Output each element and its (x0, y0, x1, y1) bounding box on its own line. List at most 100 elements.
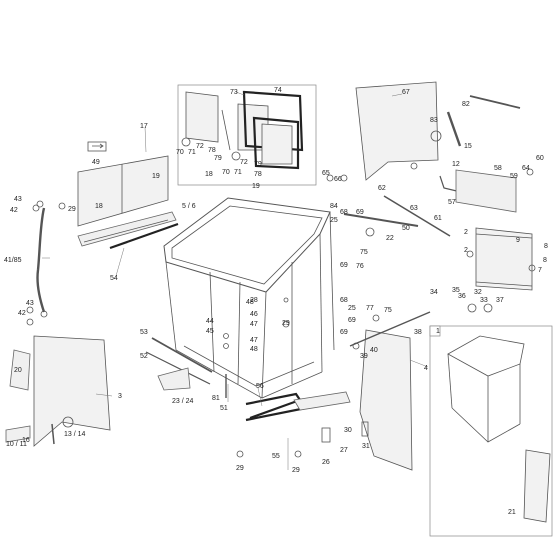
callout-65: 65 (322, 170, 330, 177)
callout-25: 25 (348, 305, 356, 312)
cab-frame (163, 197, 335, 399)
callout-52: 52 (140, 353, 148, 360)
struts-and-rods (5, 95, 521, 445)
callout-23-24: 23 / 24 (172, 398, 194, 405)
callout-9: 9 (516, 237, 520, 244)
callout-13-14: 13 / 14 (64, 431, 86, 438)
callout-75: 75 (384, 307, 392, 314)
callout-72: 72 (196, 143, 204, 150)
overview-inset (429, 325, 553, 537)
callout-71: 71 (234, 169, 242, 176)
callout-79: 79 (214, 155, 222, 162)
callout-68: 68 (340, 209, 348, 216)
callout-22: 22 (386, 235, 394, 242)
callout-32: 32 (474, 289, 482, 296)
callout-57: 57 (448, 199, 456, 206)
callout-5-6: 5 / 6 (182, 203, 196, 210)
callout-labels: 1 2 2 3 4 5 / 6 7 8 8 9 10 / 11 12 13 / … (4, 87, 548, 516)
left-door-glass (77, 141, 179, 250)
callout-74: 74 (274, 87, 282, 94)
callout-71: 71 (188, 149, 196, 156)
callout-18: 18 (205, 171, 213, 178)
callout-73: 73 (230, 89, 238, 96)
callout-78: 78 (208, 147, 216, 154)
callout-36: 36 (458, 293, 466, 300)
callout-69: 69 (348, 317, 356, 324)
callout-53: 53 (140, 329, 148, 336)
callout-59: 59 (510, 173, 518, 180)
callout-46: 46 (250, 311, 258, 318)
callout-2: 2 (464, 229, 468, 236)
callout-27: 27 (340, 447, 348, 454)
callout-40: 40 (370, 347, 378, 354)
callout-81: 81 (212, 395, 220, 402)
callout-35: 35 (452, 287, 460, 294)
callout-84: 84 (330, 203, 338, 210)
callout-15: 15 (464, 143, 472, 150)
callout-69: 69 (340, 329, 348, 336)
callout-1: 1 (436, 328, 440, 335)
callout-39: 39 (360, 353, 368, 360)
callout-19: 19 (252, 183, 260, 190)
callout-8: 8 (543, 257, 547, 264)
left-hand-rail (36, 200, 48, 318)
callout-7: 7 (538, 267, 542, 274)
callout-61: 61 (434, 215, 442, 222)
callout-77: 77 (366, 305, 374, 312)
callout-69: 69 (356, 209, 364, 216)
callout-63: 63 (410, 205, 418, 212)
callout-66: 66 (334, 176, 342, 183)
sticker-49 (87, 141, 107, 152)
callout-17: 17 (140, 123, 148, 130)
callout-29: 29 (68, 206, 76, 213)
callout-20: 20 (14, 367, 22, 374)
glass-detail-inset (177, 84, 317, 186)
callout-18: 18 (95, 203, 103, 210)
callout-16: 16 (22, 437, 30, 444)
callout-50: 50 (402, 225, 410, 232)
callout-64: 64 (522, 165, 530, 172)
callout-82: 82 (462, 101, 470, 108)
callout-78: 78 (254, 171, 262, 178)
callout-38: 38 (414, 329, 422, 336)
callout-29: 29 (292, 467, 300, 474)
callout-30: 30 (344, 427, 352, 434)
callout-75: 75 (360, 249, 368, 256)
callout-54: 54 (110, 275, 118, 282)
callout-70: 70 (176, 149, 184, 156)
callout-33: 33 (480, 297, 488, 304)
callout-37: 37 (496, 297, 504, 304)
callout-12: 12 (452, 161, 460, 168)
callout-3: 3 (118, 393, 122, 400)
callout-48: 48 (246, 299, 254, 306)
callout-51: 51 (220, 405, 228, 412)
callout-68: 68 (340, 297, 348, 304)
callout-45: 45 (206, 328, 214, 335)
callout-29: 29 (282, 320, 290, 327)
callout-21: 21 (508, 509, 516, 516)
callout-29: 29 (236, 465, 244, 472)
callout-72: 72 (240, 159, 248, 166)
callout-69: 69 (340, 262, 348, 269)
callout-62: 62 (378, 185, 386, 192)
callout-43: 43 (14, 196, 22, 203)
callout-19: 19 (152, 173, 160, 180)
callout-10-11: 10 / 11 (6, 441, 27, 448)
callout-4: 4 (424, 365, 428, 372)
callout-47: 47 (250, 337, 258, 344)
callout-58: 58 (494, 165, 502, 172)
callout-48: 48 (250, 346, 258, 353)
callout-2: 2 (464, 247, 468, 254)
callout-31: 31 (362, 443, 370, 450)
callout-83: 83 (430, 117, 438, 124)
side-panels (33, 81, 533, 471)
callout-55: 55 (272, 453, 280, 460)
callout-26: 26 (322, 459, 330, 466)
callout-60: 60 (536, 155, 544, 162)
callout-79: 79 (254, 161, 262, 168)
callout-42: 42 (10, 207, 18, 214)
callout-28: 28 (250, 297, 258, 304)
callout-42: 42 (18, 310, 26, 317)
callout-70: 70 (222, 169, 230, 176)
